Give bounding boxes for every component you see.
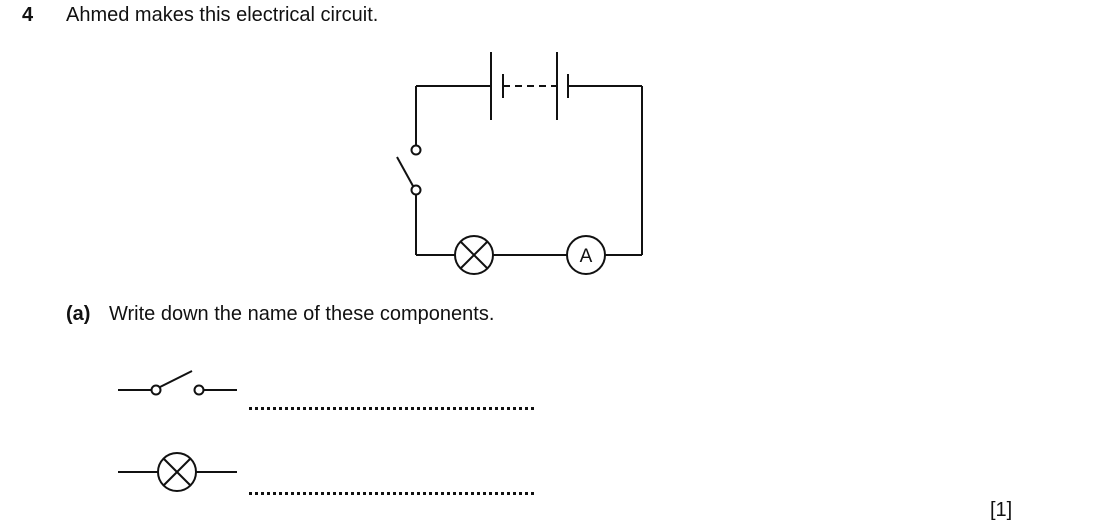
- switch-contact-top: [410, 144, 422, 156]
- part-a-prompt: Write down the name of these components.: [109, 303, 495, 325]
- switch-contact-bottom: [410, 184, 422, 196]
- switch-answer-line[interactable]: [249, 407, 534, 410]
- switch-lever: [396, 156, 414, 187]
- lamp-symbol-icon: [118, 452, 237, 492]
- part-a-label: (a): [66, 303, 91, 325]
- marks-label: [1]: [990, 499, 1013, 521]
- lamp-answer-line[interactable]: [249, 492, 534, 495]
- circuit-lamp-icon: [454, 235, 494, 275]
- switch-symbol-icon: [118, 370, 237, 396]
- ammeter-letter: A: [580, 246, 593, 267]
- question-stem: Ahmed makes this electrical circuit.: [66, 4, 379, 26]
- question-number: 4: [22, 4, 34, 26]
